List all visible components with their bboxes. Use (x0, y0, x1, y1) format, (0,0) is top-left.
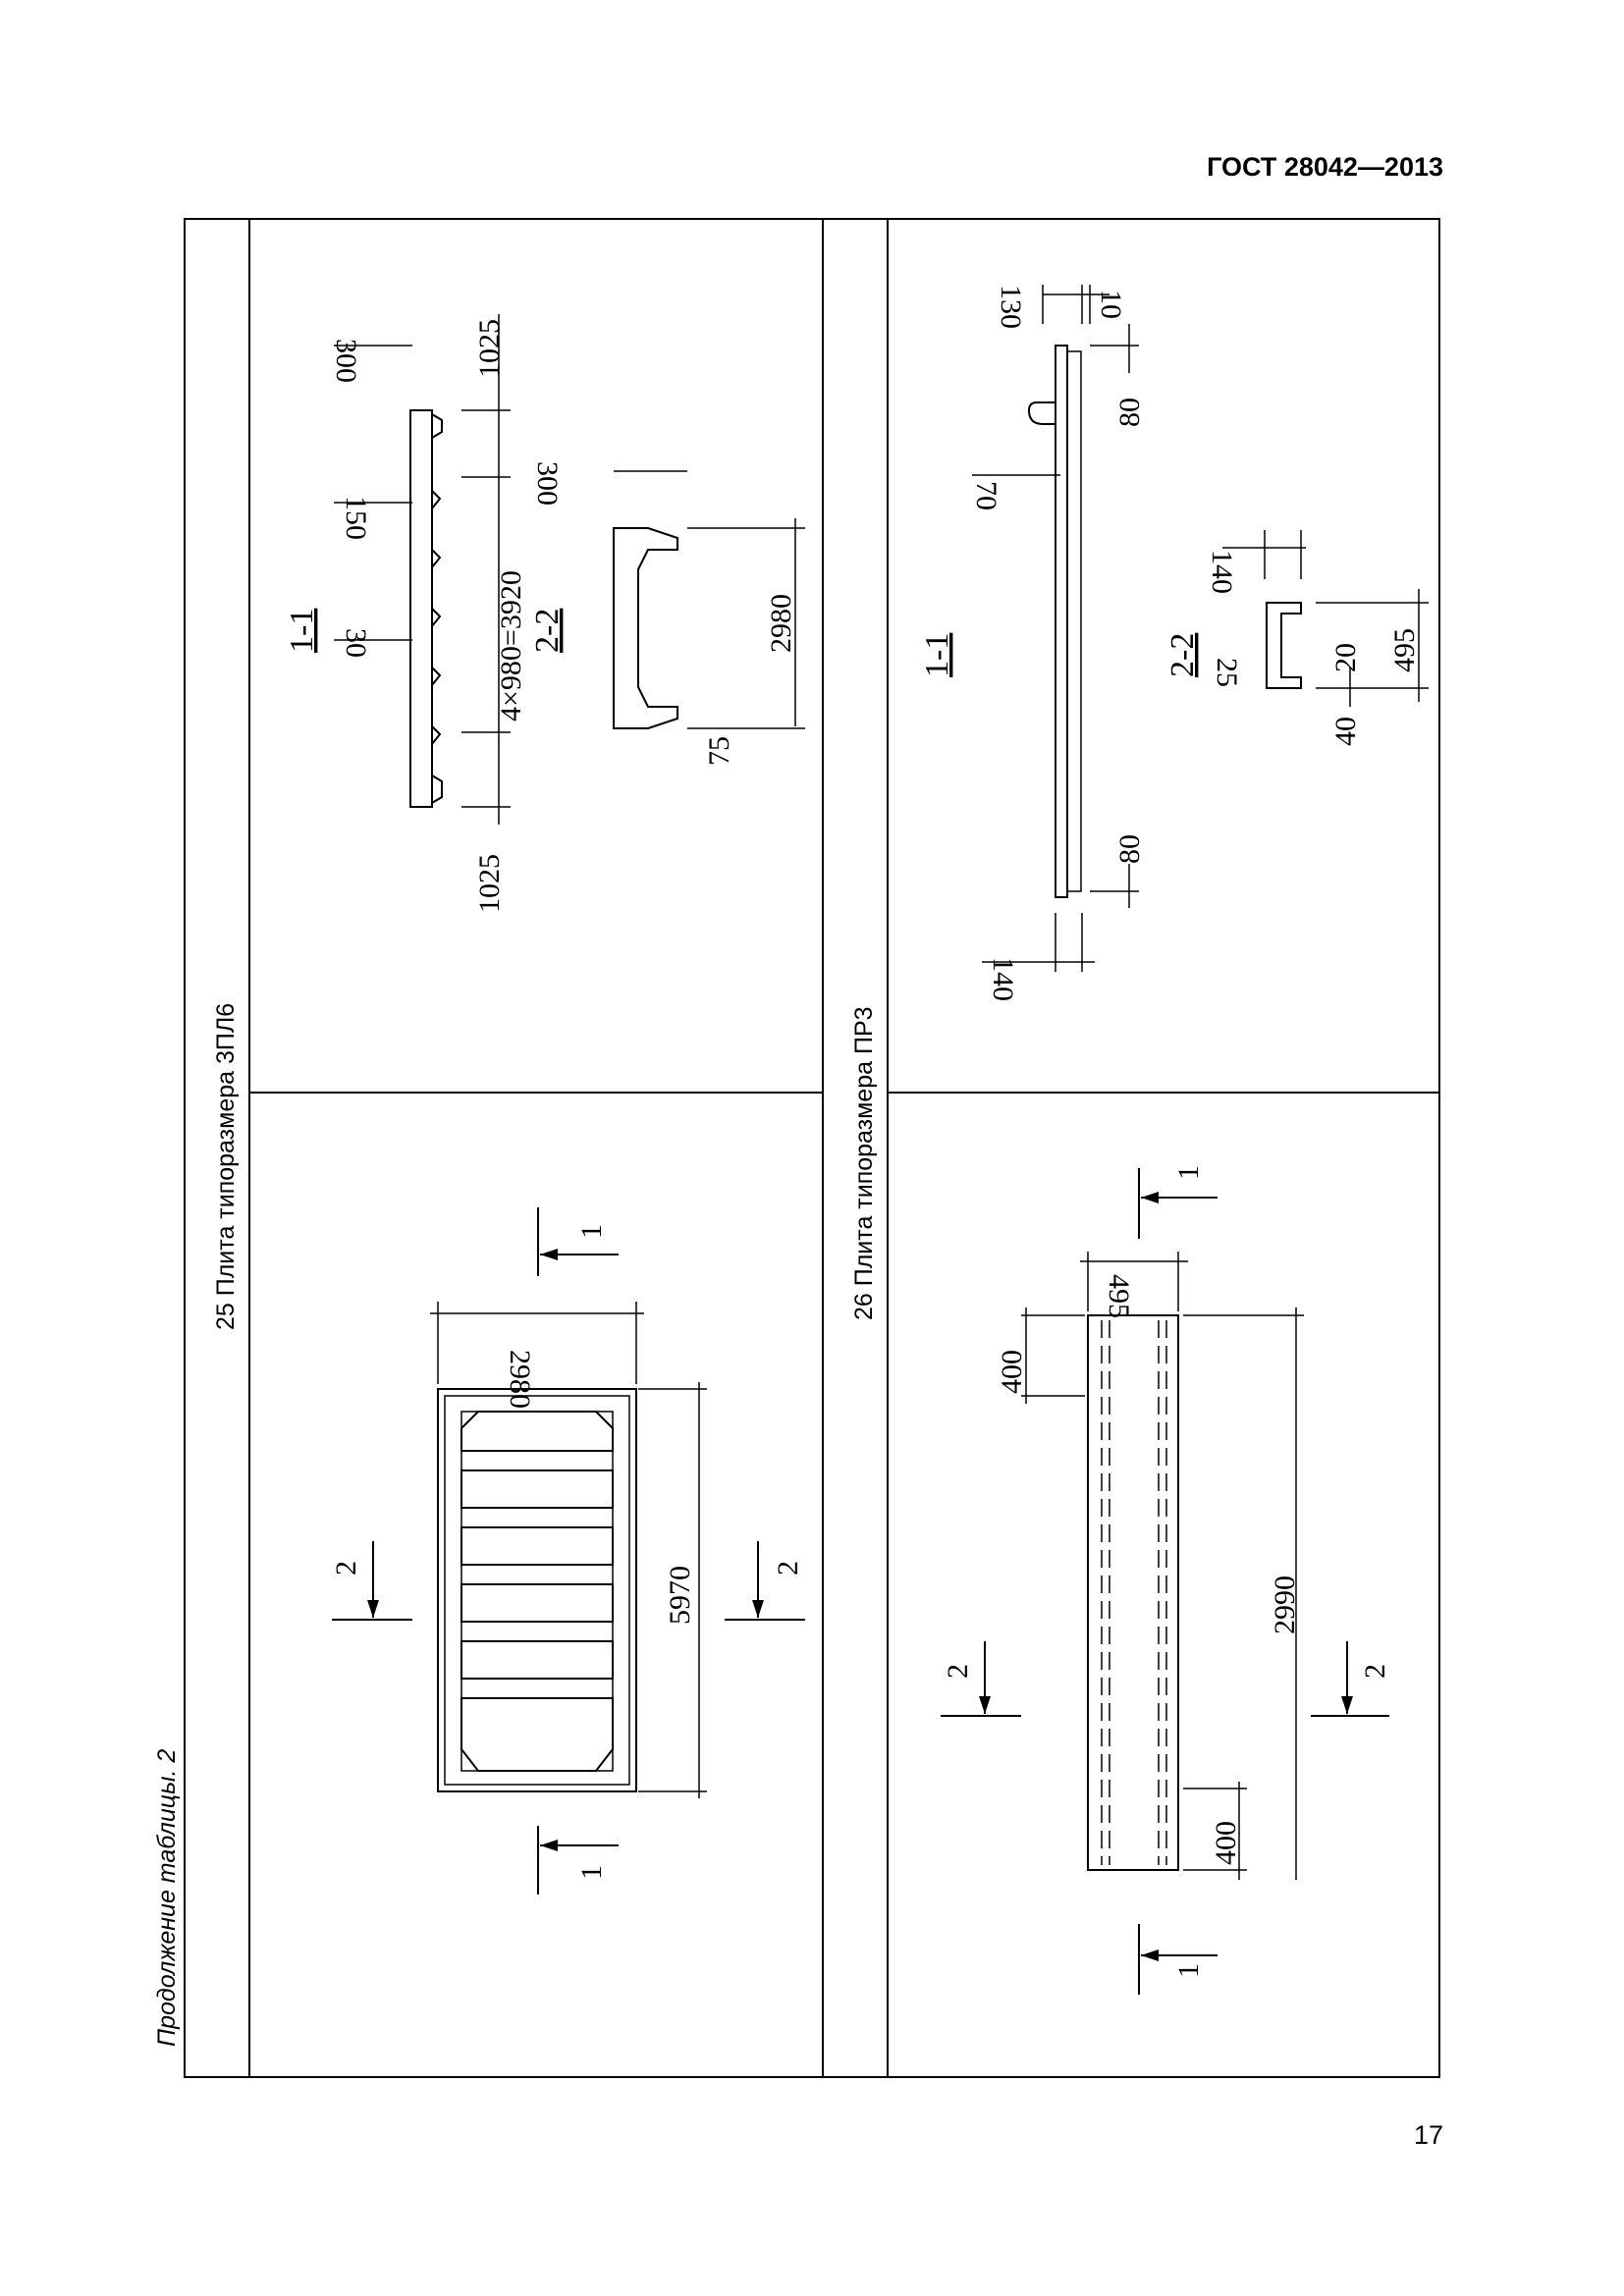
row-25-plan-mark-1-bottom: 1 (575, 1865, 608, 1880)
row-26-section-drawings (972, 285, 1429, 972)
row-26-dim-10: 10 (1095, 290, 1127, 319)
row-26-dim-140-bottom: 140 (987, 957, 1019, 1001)
row-25-title: 25 Плита типоразмера 3ПЛ6 (212, 1003, 240, 1330)
row-26-title: 26 Плита типоразмера ПР3 (850, 1006, 878, 1320)
row-26-dim-80-bottom: 80 (1113, 834, 1146, 864)
row-26-dim-40: 40 (1329, 717, 1362, 746)
row-26-dim-495: 495 (1388, 628, 1421, 672)
row-26-plan-width: 495 (1103, 1274, 1135, 1318)
row-25-section-1-1-label: 1-1 (284, 609, 320, 653)
row-25-dim-30: 30 (340, 628, 372, 658)
row-26-dim-130: 130 (995, 285, 1027, 329)
row-25-dim-150: 150 (340, 496, 372, 540)
row-26-dim-80-top: 80 (1113, 398, 1146, 427)
table-continuation-caption: Продолжение таблицы. 2 (153, 1749, 181, 2047)
row-26-plan-length: 2990 (1269, 1575, 1301, 1634)
row-25-dim-4x980: 4×980=3920 (495, 570, 527, 721)
row-26-plan-drawing (941, 1168, 1389, 1995)
row-25-dim-300-top: 300 (330, 339, 362, 383)
row-26-plan-mark-1-bottom: 1 (1172, 1963, 1205, 1978)
row-25-plan-width: 2980 (504, 1350, 536, 1409)
row-26-plan-mark-2-right: 2 (1359, 1664, 1391, 1679)
row-26-plan-mark-2-left: 2 (942, 1664, 974, 1679)
row-25-plan-length: 5970 (664, 1566, 696, 1625)
row-26-plan-mark-1-top: 1 (1172, 1165, 1205, 1180)
row-25-section-drawings (334, 314, 805, 825)
row-25-dim-1025-bottom: 1025 (473, 854, 506, 913)
row-25-dim-1025-top: 1025 (473, 319, 506, 378)
row-25-dim-75: 75 (703, 736, 735, 766)
row-26-section-1-1-label: 1-1 (919, 633, 955, 677)
row-26-dim-140-channel: 140 (1206, 550, 1238, 594)
row-26-plan-offset-bottom: 400 (1210, 1821, 1242, 1865)
row-25-plan-mark-2-right: 2 (772, 1561, 804, 1575)
row-25-plan-mark-2-left: 2 (330, 1561, 362, 1575)
row-26-dim-25: 25 (1211, 658, 1243, 687)
document-standard-number: ГОСТ 28042—2013 (1207, 152, 1443, 182)
table-frame (184, 218, 1440, 2078)
row-25-dim-2980-section: 2980 (765, 594, 797, 653)
row-25-plan-mark-1-top: 1 (575, 1224, 608, 1239)
row-25-plan-drawing (332, 1207, 805, 1895)
page-number: 17 (1413, 2120, 1443, 2150)
row-26-section-2-2-label: 2-2 (1164, 633, 1201, 677)
row-25-section-2-2-label: 2-2 (529, 609, 566, 653)
row-25-dim-300-channel: 300 (531, 461, 564, 506)
row-26-dim-20: 20 (1329, 643, 1362, 672)
row-26-plan-offset-top: 400 (996, 1350, 1028, 1394)
row-26-dim-70: 70 (970, 481, 1002, 510)
